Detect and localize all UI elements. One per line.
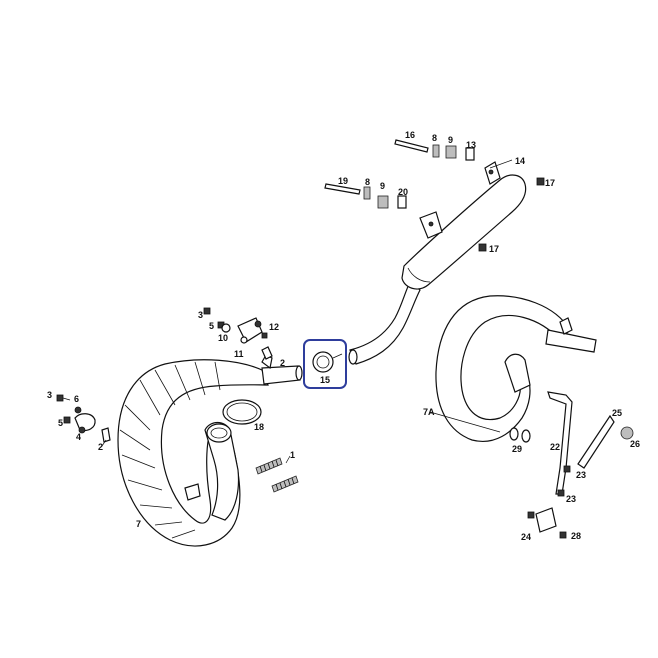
callout-17b: 17 <box>489 244 499 254</box>
mount-bracket-upper[interactable] <box>203 307 273 360</box>
callout-19: 19 <box>338 176 348 186</box>
callout-3: 3 <box>47 390 52 400</box>
link-pipe[interactable] <box>348 281 421 365</box>
callout-9b: 9 <box>380 181 385 191</box>
callout-2b: 2 <box>280 358 285 368</box>
callout-12: 12 <box>269 322 279 332</box>
bolt-16-set[interactable] <box>394 139 475 161</box>
spring-1[interactable] <box>255 457 299 493</box>
callout-1: 1 <box>290 450 295 460</box>
callout-20: 20 <box>398 187 408 197</box>
callout-22: 22 <box>550 442 560 452</box>
callout-labels: 1 2 2 3 3 4 5 5 6 7 7A 8 8 9 9 10 11 12 … <box>47 130 640 542</box>
callout-16: 16 <box>405 130 415 140</box>
coupling-15[interactable] <box>303 339 347 389</box>
leader-lines <box>101 159 513 464</box>
expansion-chamber-7[interactable] <box>117 354 303 547</box>
callout-5: 5 <box>58 418 63 428</box>
callout-8: 8 <box>432 133 437 143</box>
callout-4: 4 <box>76 432 81 442</box>
callout-18: 18 <box>254 422 264 432</box>
callout-26: 26 <box>630 439 640 449</box>
callout-23b: 23 <box>566 494 576 504</box>
callout-23: 23 <box>576 470 586 480</box>
callout-24: 24 <box>521 532 531 542</box>
callout-29: 29 <box>512 444 522 454</box>
callout-13: 13 <box>466 140 476 150</box>
expansion-chamber-7a[interactable] <box>435 295 597 442</box>
callout-2: 2 <box>98 442 103 452</box>
callout-14: 14 <box>515 156 525 166</box>
callout-25: 25 <box>612 408 622 418</box>
o-ring-18[interactable] <box>222 399 262 425</box>
callout-15: 15 <box>320 375 330 385</box>
silencer-14[interactable] <box>401 161 545 290</box>
callout-7a: 7A <box>423 407 435 417</box>
callout-11: 11 <box>234 349 244 359</box>
callout-6: 6 <box>74 394 79 404</box>
callout-9: 9 <box>448 135 453 145</box>
sensor-24[interactable] <box>527 507 567 539</box>
callout-7: 7 <box>136 519 141 529</box>
bushing-29[interactable] <box>509 427 531 443</box>
mount-bracket-left[interactable] <box>56 394 111 443</box>
callout-28: 28 <box>571 531 581 541</box>
highlight-box <box>303 339 347 389</box>
drain-pipe-22[interactable] <box>547 391 573 497</box>
callout-17: 17 <box>545 178 555 188</box>
callout-5b: 5 <box>209 321 214 331</box>
callout-10: 10 <box>218 333 228 343</box>
callout-3b: 3 <box>198 310 203 320</box>
callout-8b: 8 <box>365 177 370 187</box>
hose-25[interactable] <box>577 414 634 469</box>
bolt-19-set[interactable] <box>324 183 407 209</box>
